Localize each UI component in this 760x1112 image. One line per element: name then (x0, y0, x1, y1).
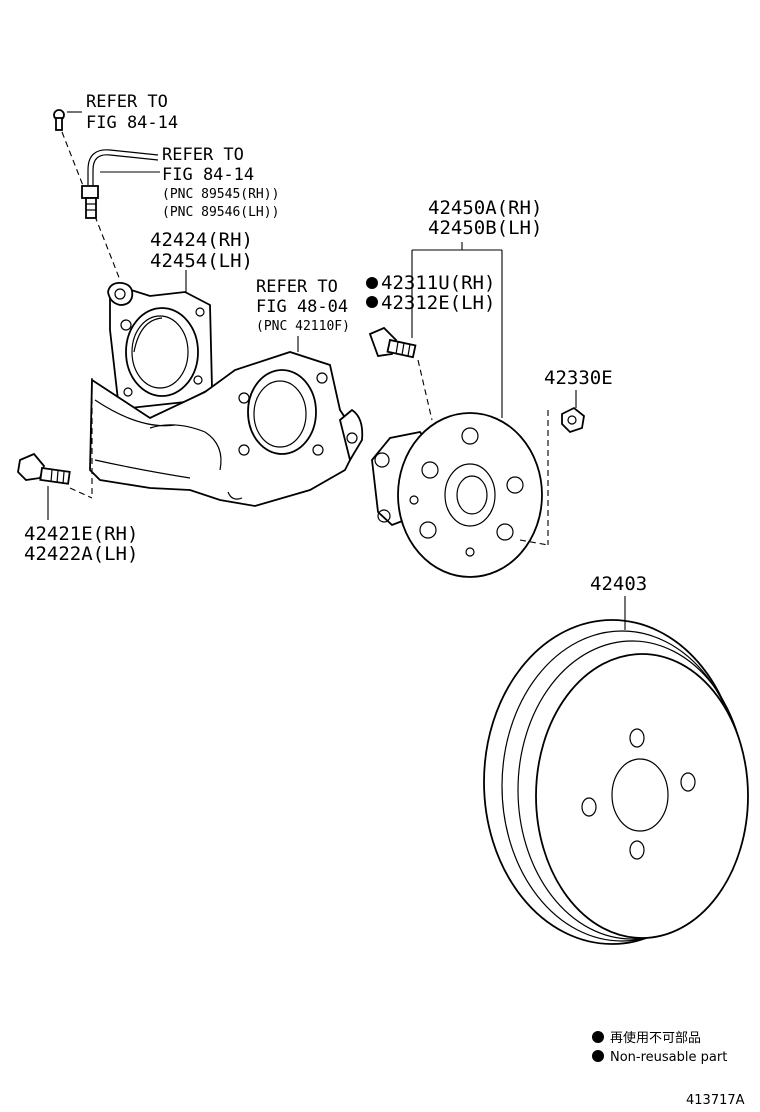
ref-line-1: REFER TO (162, 145, 244, 165)
ref-line-2: FIG 84-14 (162, 165, 254, 185)
ref-line-1: REFER TO (86, 92, 168, 112)
part-number-rh: 42450A(RH) (428, 197, 542, 219)
non-reusable-marker-icon (366, 277, 378, 289)
legend-line-en: Non-reusable part (610, 1050, 727, 1065)
label-ref-sensor-bolt: REFER TO FIG 84-14 (86, 92, 178, 133)
label-drum: 42403 (590, 573, 647, 595)
non-reusable-marker-icon (592, 1050, 604, 1062)
speed-sensor (81, 149, 159, 219)
part-number-rh: 42424(RH) (150, 229, 253, 251)
part-number: 42330E (544, 367, 613, 389)
label-hub: 42450A(RH) 42450B(LH) (428, 197, 542, 239)
part-number-rh: 42311U(RH) (381, 272, 495, 294)
brake-drum (483, 619, 749, 945)
legend: 再使用不可部品 Non-reusable part (592, 1030, 727, 1065)
hub-nut (561, 406, 585, 434)
part-number-rh: 42421E(RH) (24, 523, 138, 545)
part-number-lh: 42454(LH) (150, 250, 253, 272)
pnc-line-1: (PNC 89545(RH)) (162, 187, 279, 202)
part-number-lh: 42422A(LH) (24, 543, 138, 565)
ref-line-2: FIG 48-04 (256, 297, 348, 317)
hub-bolt (368, 326, 417, 359)
label-nut: 42330E (544, 367, 613, 389)
non-reusable-marker-icon (366, 296, 378, 308)
ref-line-2: FIG 84-14 (86, 113, 178, 133)
pnc-line-2: (PNC 89546(LH)) (162, 205, 279, 220)
sensor-bolt (53, 109, 65, 131)
label-ref-backing: REFER TO FIG 48-04 (PNC 42110F) (256, 277, 350, 334)
carrier-bolt (17, 452, 71, 485)
pnc-line: (PNC 42110F) (256, 319, 350, 334)
part-number-lh: 42450B(LH) (428, 217, 542, 239)
non-reusable-marker-icon (592, 1031, 604, 1043)
part-number: 42403 (590, 573, 647, 595)
label-ref-sensor: REFER TO FIG 84-14 (PNC 89545(RH)) (PNC … (162, 145, 279, 220)
axle-carrier (107, 282, 213, 409)
label-hub-bolt: 42311U(RH) 42312E(LH) (366, 272, 495, 314)
legend-line-jp: 再使用不可部品 (610, 1030, 701, 1046)
label-bolt: 42421E(RH) 42422A(LH) (24, 523, 138, 565)
part-number-lh: 42312E(LH) (381, 292, 495, 314)
hub-bearing-assembly (371, 412, 543, 578)
suspension-arm (89, 351, 364, 507)
ref-line-1: REFER TO (256, 277, 338, 297)
label-carrier: 42424(RH) 42454(LH) (150, 229, 253, 272)
figure-id: 413717A (686, 1093, 745, 1108)
